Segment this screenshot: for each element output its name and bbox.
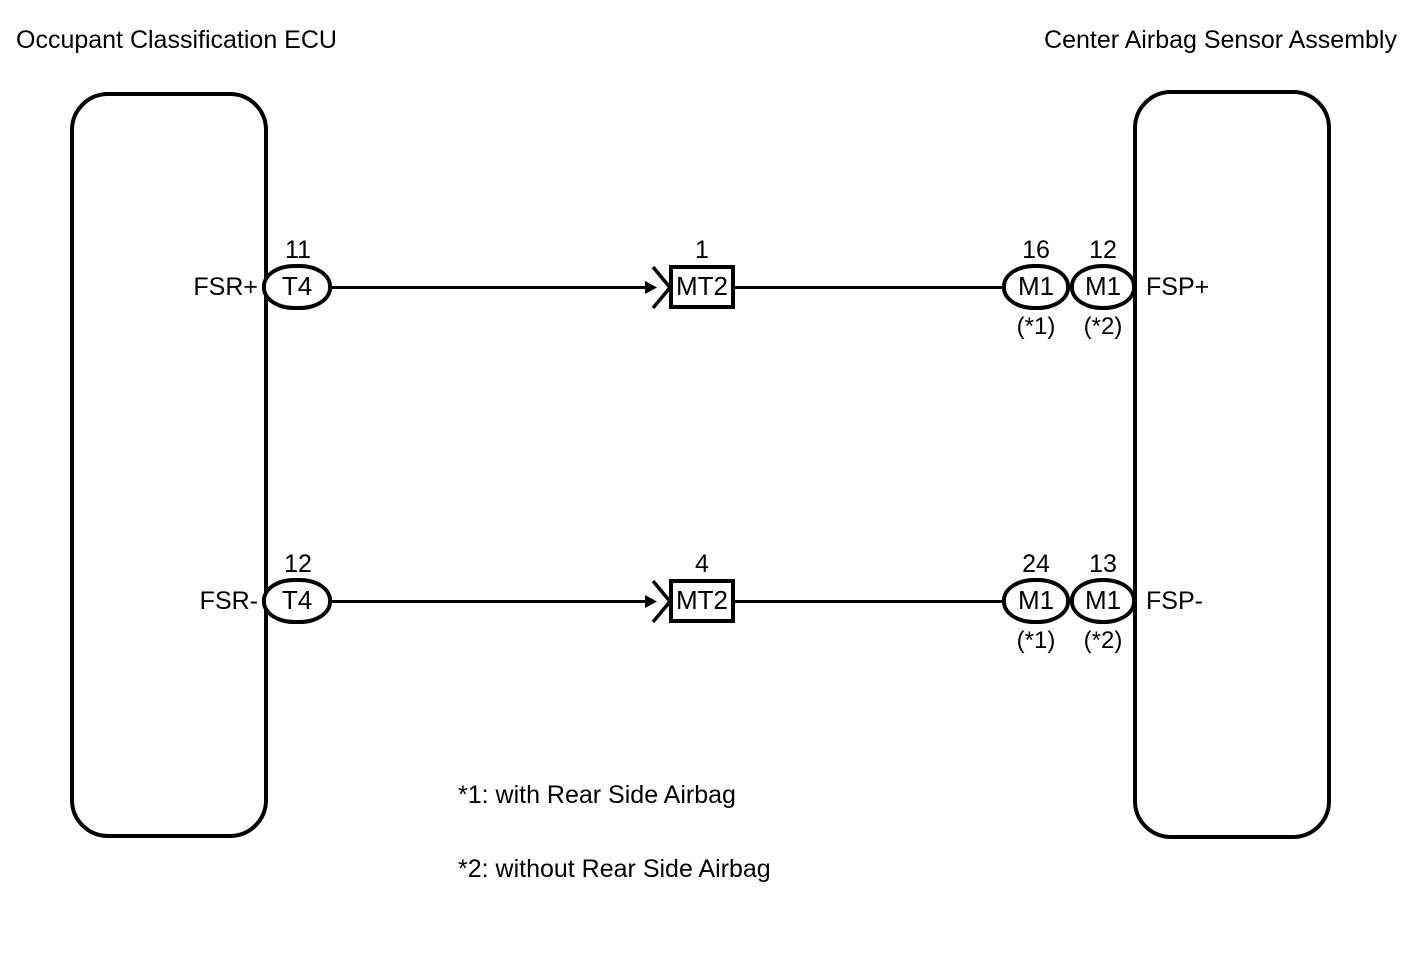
mid-pin-number: 4: [695, 550, 709, 578]
connector-mt2: MT2: [669, 265, 735, 309]
connector-m1-variant-1: M1: [1002, 264, 1070, 310]
left-terminal-label: FSR-: [199, 587, 258, 615]
left-pin-number: 11: [285, 236, 311, 264]
wire-row-fsr-minus: FSR- 12 T4 4 MT2 24 13 M1 M1 (*1) (*2) F…: [0, 551, 1426, 663]
legend-with-rear-side-airbag: *1: with Rear Side Airbag: [458, 781, 736, 809]
right-pin-number-without-rear-airbag: 12: [1089, 236, 1117, 264]
connector-t4: T4: [262, 578, 332, 624]
connector-t4: T4: [262, 264, 332, 310]
wire-junction-icon: [645, 265, 673, 310]
legend-without-rear-side-airbag: *2: without Rear Side Airbag: [458, 855, 771, 883]
right-component-title: Center Airbag Sensor Assembly: [1044, 26, 1397, 54]
connector-m1-variant-2: M1: [1070, 578, 1136, 624]
right-terminal-label: FSP-: [1146, 587, 1203, 615]
wire-segment: [735, 286, 1003, 289]
right-terminal-label: FSP+: [1146, 273, 1210, 301]
left-component-title: Occupant Classification ECU: [16, 26, 337, 54]
left-terminal-label: FSR+: [193, 273, 258, 301]
right-pin-number-with-rear-airbag: 16: [1022, 236, 1050, 264]
wire-segment: [735, 600, 1003, 603]
right-pin-number-with-rear-airbag: 24: [1022, 550, 1050, 578]
left-component-box: [70, 92, 268, 838]
variant-note-2: (*2): [1083, 627, 1123, 654]
wire-junction-icon: [645, 579, 673, 624]
variant-note-1: (*1): [1016, 313, 1056, 340]
connector-mt2: MT2: [669, 579, 735, 623]
connector-m1-variant-2: M1: [1070, 264, 1136, 310]
right-component-box: [1133, 90, 1331, 839]
right-pin-number-without-rear-airbag: 13: [1089, 550, 1117, 578]
wire-segment: [330, 600, 648, 603]
connector-m1-variant-1: M1: [1002, 578, 1070, 624]
variant-note-1: (*1): [1016, 627, 1056, 654]
mid-pin-number: 1: [695, 236, 709, 264]
wire-segment: [330, 286, 648, 289]
left-pin-number: 12: [284, 550, 312, 578]
variant-note-2: (*2): [1083, 313, 1123, 340]
wire-row-fsr-plus: FSR+ 11 T4 1 MT2 16 12 M1 M1 (*1) (*2) F…: [0, 237, 1426, 349]
